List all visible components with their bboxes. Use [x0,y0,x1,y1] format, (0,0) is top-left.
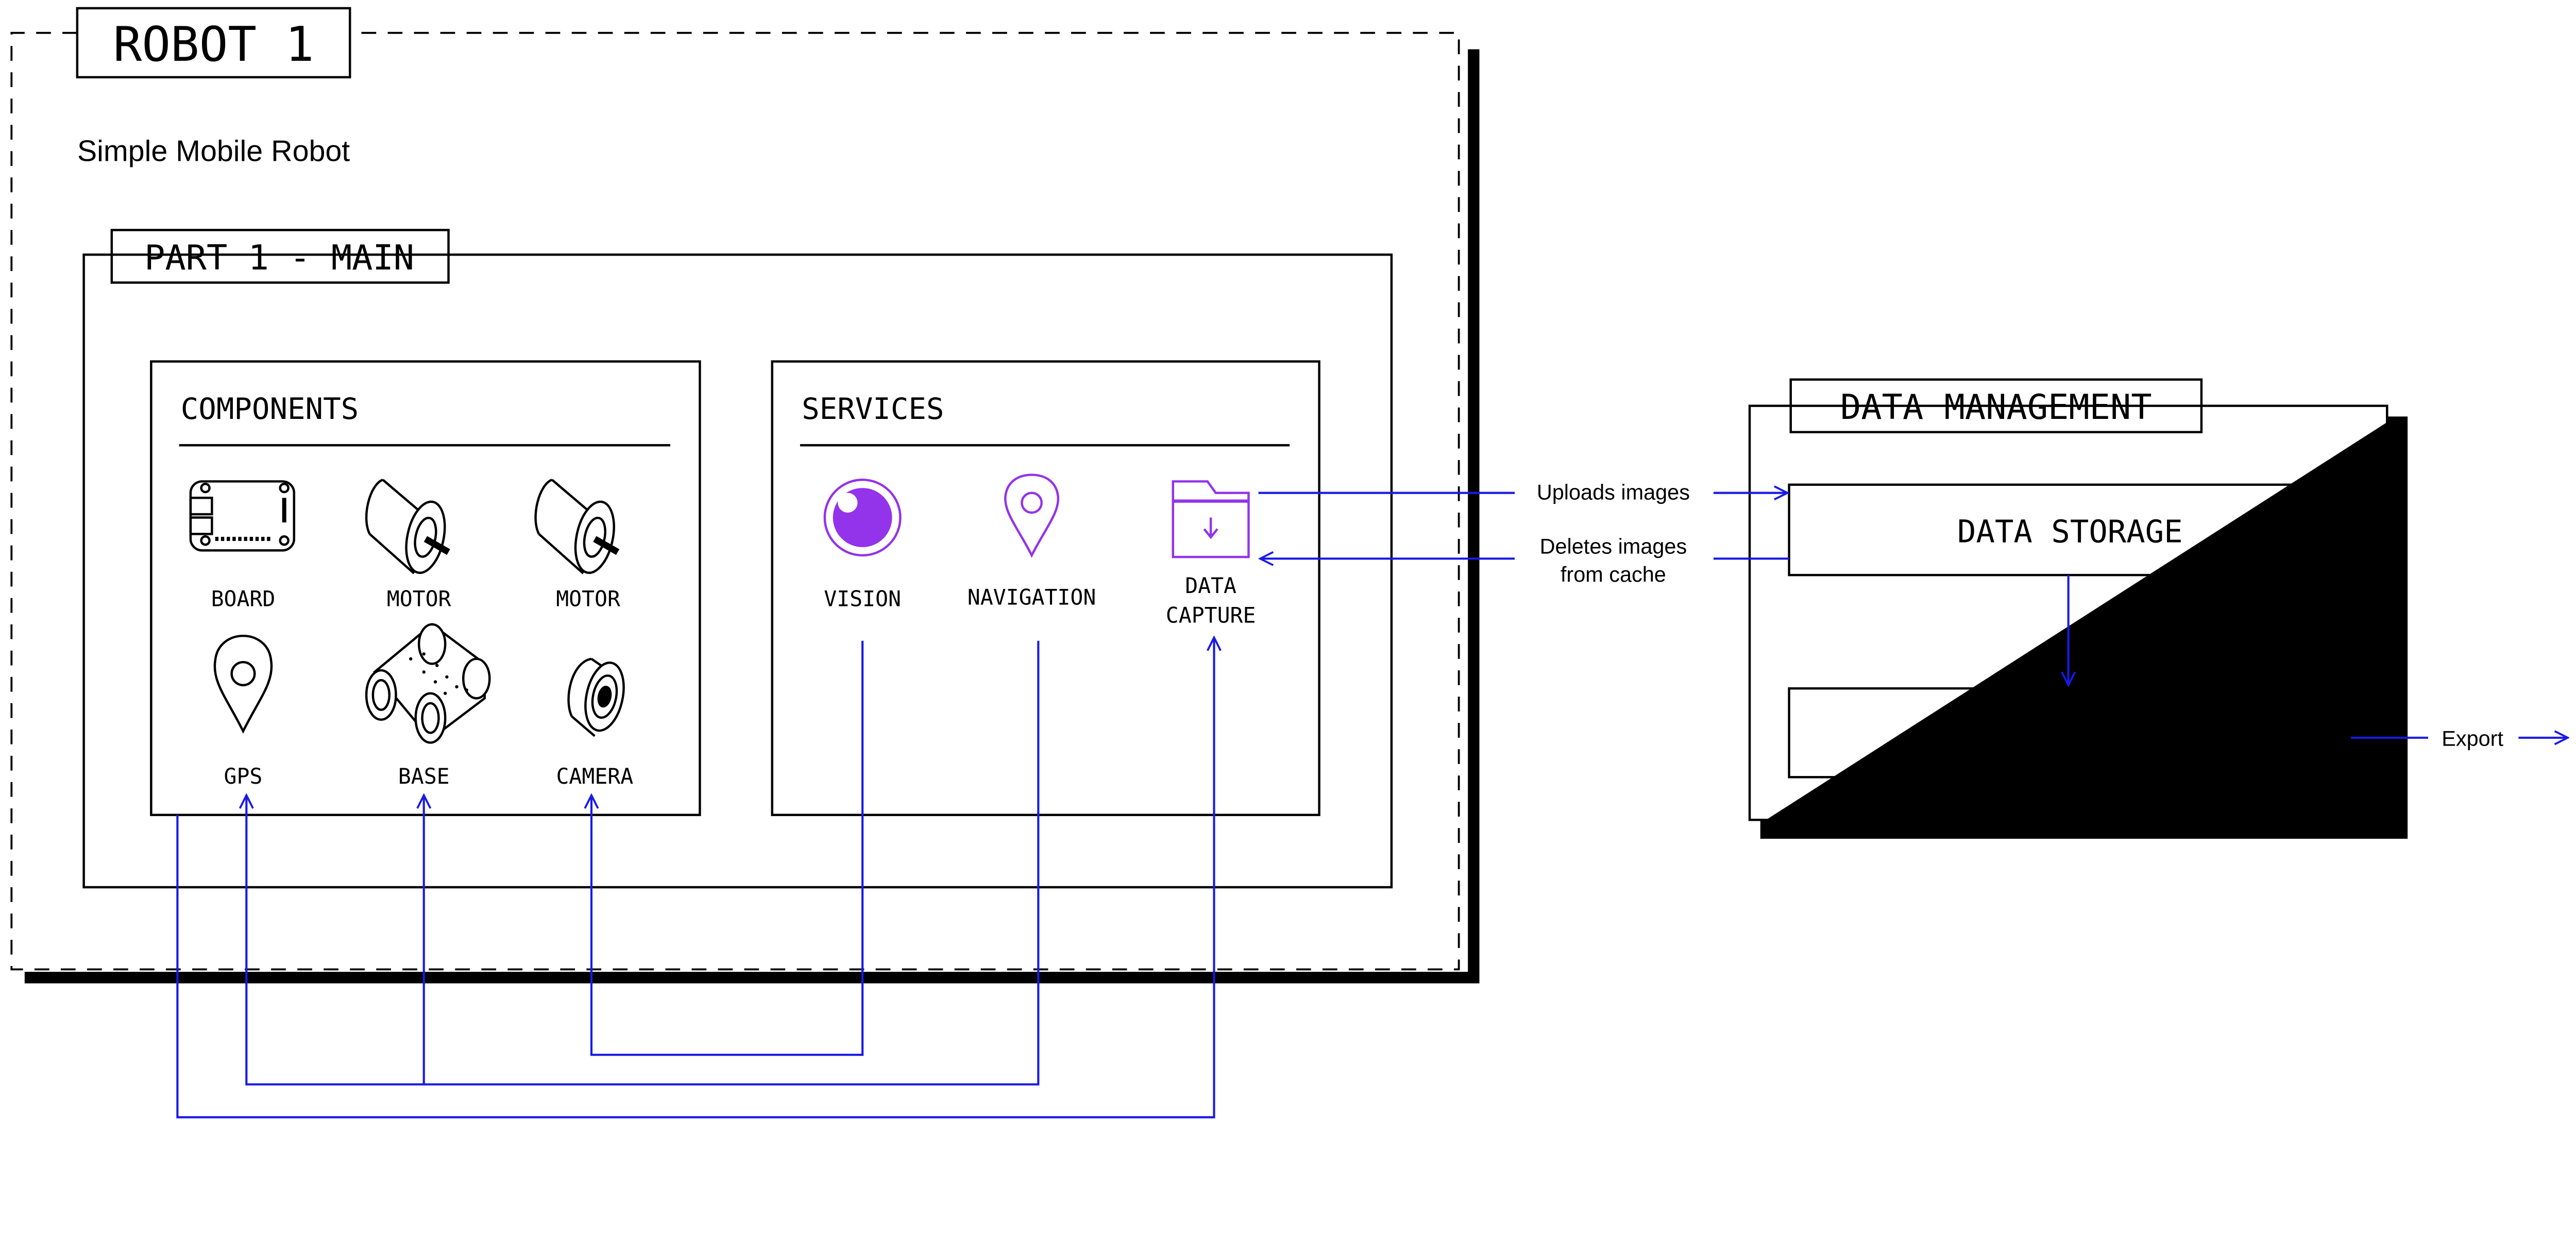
motor-icon [534,479,620,575]
folder-download-icon [1172,480,1250,559]
component-label-base: BASE [398,764,450,789]
robot-shadow [24,49,1480,984]
service-label-vision: VISION [824,587,901,612]
robot-title-box [76,7,351,79]
data-storage-box[interactable] [1788,483,2352,577]
robot-architecture-diagram: ROBOT 1 Simple Mobile Robot PART 1 - MAI… [10,7,2576,1119]
data-management-shadow [1760,416,2408,839]
components-title: COMPONENTS [181,392,359,426]
labeling-box[interactable] [1788,687,2352,779]
deletes-label-1: Deletes images [1540,534,1687,559]
connectors [176,637,1214,1119]
data-management-box [1748,404,2388,821]
map-pin-icon [1004,474,1059,558]
map-pin-icon [213,634,273,734]
rover-base-icon [365,622,491,744]
camera-icon [567,657,625,737]
export-label: Export [2442,727,2503,751]
component-label-motor: MOTOR [387,587,451,612]
part-main: PART 1 - MAIN COMPONENTS BOARD MOTOR [82,229,1393,889]
part-box [82,254,1393,889]
services-box [771,360,1320,816]
deletes-label-2: from cache [1561,562,1666,586]
data-management: DATA MANAGEMENT DATA STORAGE LABELING [1748,378,2408,839]
robot-subtitle: Simple Mobile Robot [77,135,350,168]
motor-icon [365,479,450,575]
data-management-title: DATA MANAGEMENT [1840,387,2152,427]
service-label-data-capture-2: CAPTURE [1166,603,1256,628]
edges: Uploads images Deletes images from cache… [1259,480,2568,750]
board-icon [189,480,296,552]
component-label-board: BOARD [211,587,276,612]
components-box [150,360,701,816]
components-to-data-capture-connector [176,637,1214,1119]
robot-container: ROBOT 1 Simple Mobile Robot [10,7,1480,984]
data-storage-label: DATA STORAGE [1957,514,2183,550]
eye-icon [823,478,902,557]
vision-to-camera-connector [591,640,864,1056]
robot-dashed-border [10,31,1460,971]
part-title-box [110,229,450,284]
labeling-label: LABELING [1995,718,2145,754]
component-label-motor: MOTOR [556,587,620,612]
service-label-navigation: NAVIGATION [968,585,1096,610]
uploads-label: Uploads images [1537,480,1690,504]
component-label-gps: GPS [224,764,263,789]
robot-title: ROBOT 1 [113,16,314,72]
service-label-data-capture-1: DATA [1185,573,1236,598]
part-title: PART 1 - MAIN [144,238,414,278]
data-management-title-box [1789,378,2203,433]
component-label-camera: CAMERA [556,764,633,789]
navigation-to-gps-connector [246,640,1040,1086]
services-title: SERVICES [802,392,944,426]
